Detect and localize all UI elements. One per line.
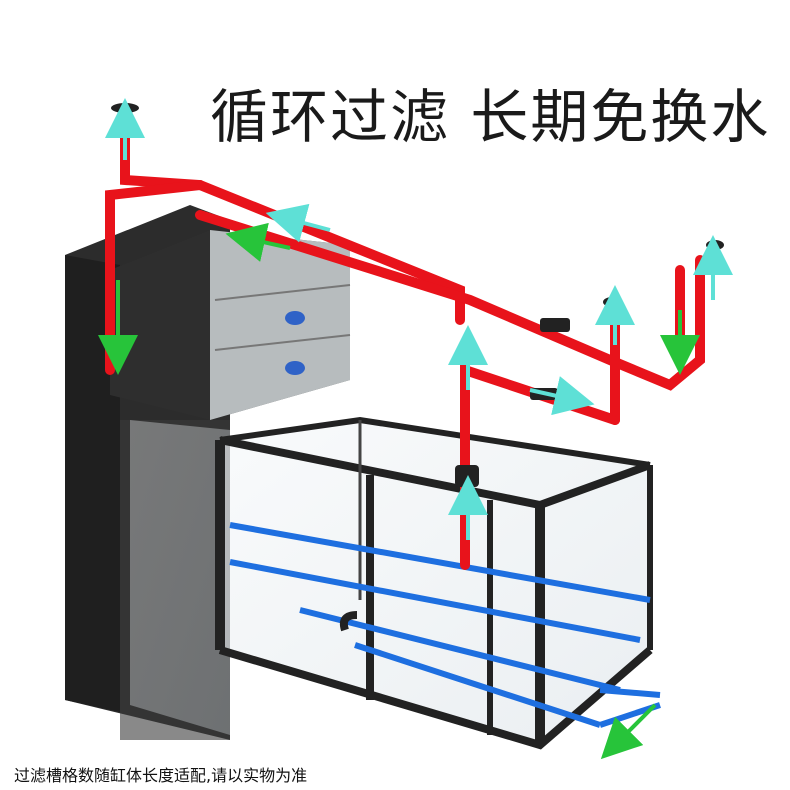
pump-outlet-icon bbox=[706, 240, 724, 250]
flow-arrow-icon bbox=[225, 222, 291, 262]
filter-sponge-2 bbox=[285, 361, 305, 375]
headline: 循环过滤 长期免换水 bbox=[210, 83, 771, 151]
main-tank bbox=[215, 416, 653, 750]
flow-arrow-icon bbox=[600, 703, 657, 760]
footnote: 过滤槽格数随缸体长度适配,请以实物为准 bbox=[14, 766, 308, 785]
pump-outlet-icon bbox=[111, 103, 139, 113]
valve-icon bbox=[455, 465, 479, 487]
flow-arrows bbox=[98, 98, 733, 760]
flow-arrow-icon bbox=[265, 203, 331, 243]
bottom-pipes bbox=[229, 522, 661, 728]
pump-outlet-icon bbox=[603, 297, 621, 307]
flow-arrow-icon bbox=[529, 376, 595, 416]
filter-sponge-1 bbox=[285, 311, 305, 325]
filter-box bbox=[110, 230, 351, 420]
valve-icon bbox=[540, 318, 570, 332]
